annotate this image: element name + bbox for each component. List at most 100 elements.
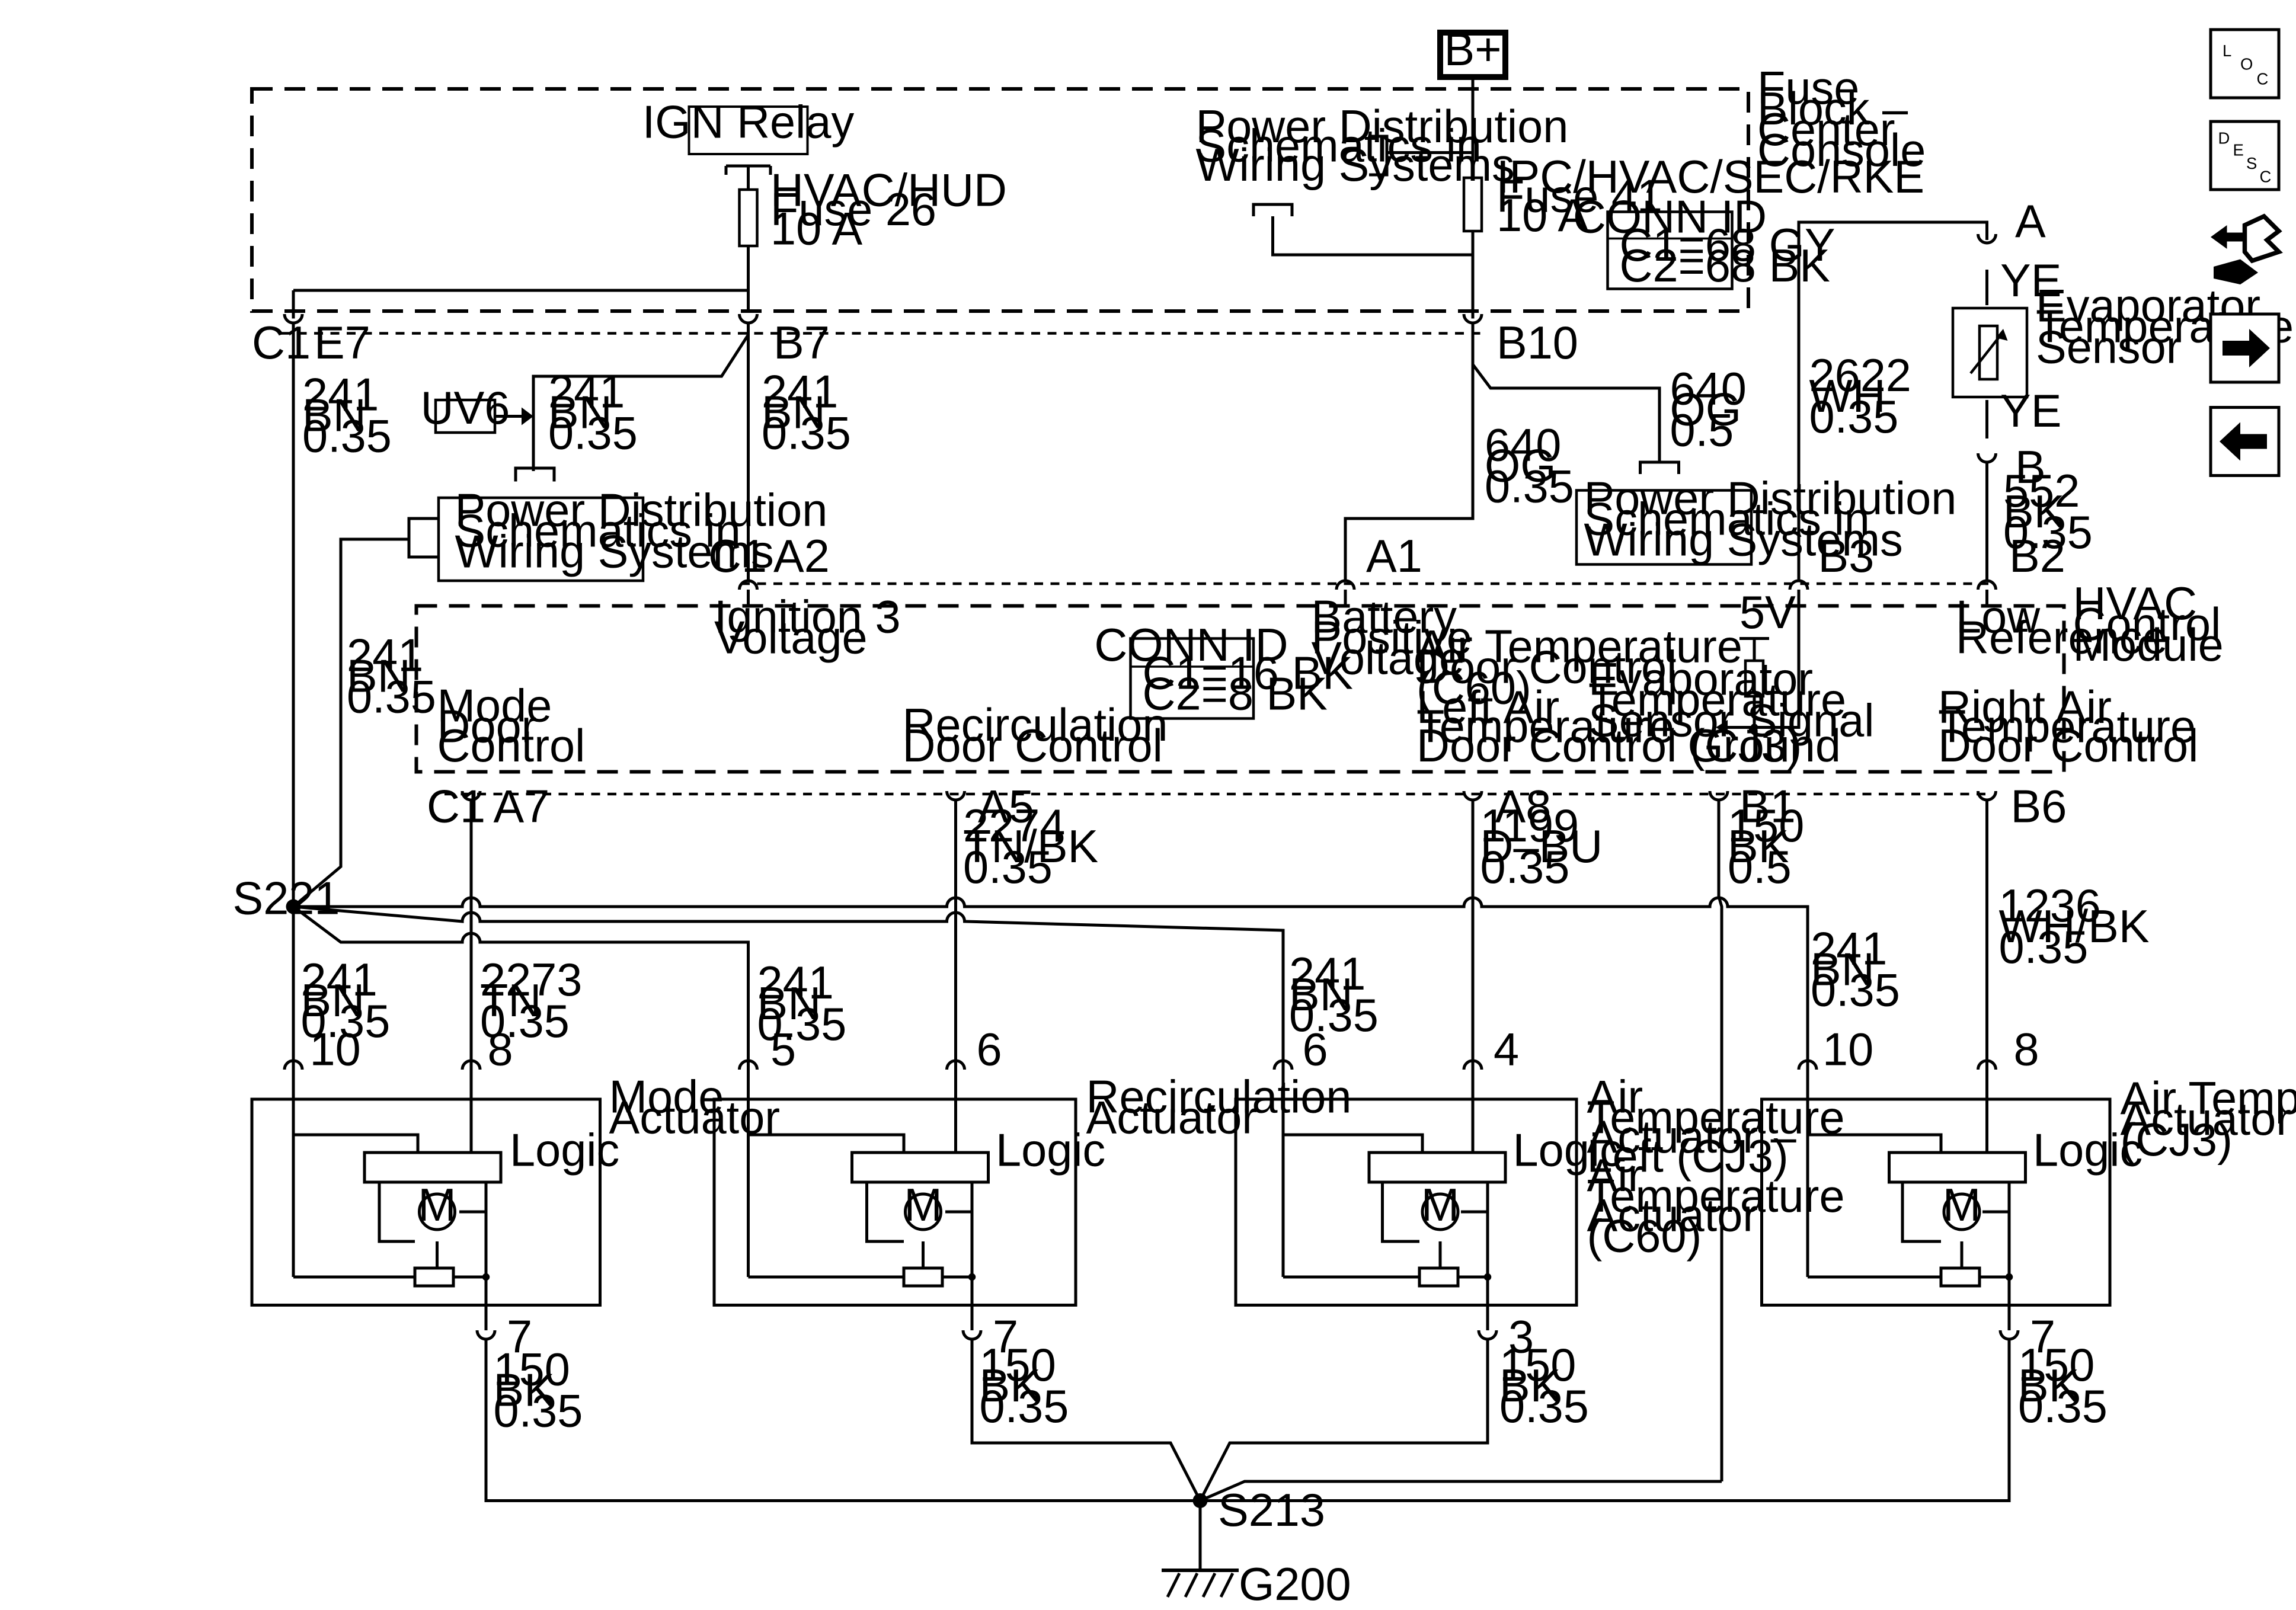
- pds-right-box: Power Distribution Schematics in Wiring …: [1575, 473, 1956, 566]
- recirc-logic-label: Logic: [996, 1125, 1105, 1176]
- hvac-pin-a8: A8: [1495, 782, 1552, 833]
- left-act-name-4: Left (CJ3): [1587, 1131, 1789, 1182]
- w640-pds-1: 640: [1670, 364, 1747, 415]
- w1236-2: WH/BK: [1999, 901, 2150, 952]
- w241-left-1: 241: [347, 630, 423, 681]
- fuse26-line1: HVAC/HUD: [770, 165, 1007, 216]
- right-gnd-pin: 7: [2030, 1312, 2055, 1363]
- ground-g200: G200: [1162, 1559, 1351, 1610]
- fuse-block: Fuse Block – Center Console IGN Relay HV…: [250, 63, 1926, 319]
- s221-label: S221: [233, 873, 340, 924]
- right-air-2: Temperature: [1938, 702, 2196, 753]
- w241-left-2: BN: [347, 651, 411, 702]
- loc-l: L: [2223, 41, 2231, 60]
- desc-d: D: [2218, 129, 2230, 148]
- splice-s213: S213: [1192, 1485, 1325, 1536]
- fb-conn-id-c2: C2=68 BK: [1620, 241, 1830, 292]
- desc-e: E: [2233, 141, 2244, 159]
- mode-motor-label: M: [418, 1180, 456, 1231]
- splice-s221: S221: [233, 873, 340, 924]
- g150-1-1: 150: [494, 1345, 570, 1395]
- wire-labels-mid: 241 BN 0.35 241 BN 0.35 241 BN 0.35 241 …: [302, 350, 2093, 723]
- hvac-pin-b2: B2: [2009, 531, 2065, 582]
- mode-door-3: Control: [437, 721, 586, 772]
- fuse-block-conn-id: [1606, 210, 1734, 290]
- left-act-name-1: Air: [1587, 1072, 1643, 1123]
- air-temp-6: Door Control (CJ3): [1416, 721, 1802, 772]
- recirc-door-2: Door Control: [903, 721, 1163, 772]
- w241-right-act-1: 241: [1811, 924, 1887, 975]
- w2274-1: 2274: [963, 801, 1065, 852]
- fb-pds-line2: Schematics in: [1196, 121, 1482, 172]
- ign3-1: Ignition 3: [714, 592, 901, 643]
- fuse41-line1: IPC/HVAC/SEC/RKE: [1496, 152, 1924, 203]
- w241-e7-1: 241: [302, 370, 379, 421]
- fb-pin-b10: B10: [1496, 318, 1578, 369]
- right-logic-label: Logic: [2033, 1125, 2142, 1176]
- fuse-block-title-2: Block –: [1757, 84, 1908, 135]
- w241-b7-2: BN: [762, 388, 826, 438]
- pds-left-1: Power Distribution: [455, 485, 828, 536]
- air-temp-5: Temperature: [1416, 702, 1674, 753]
- evap-signal-3: Sensor Signal: [1588, 696, 1875, 747]
- right-act-name-2: Actuator – Right: [2121, 1094, 2296, 1145]
- hvac-conn-id-c1: C1=16 BK: [1143, 648, 1353, 699]
- air-temp-1: Air Temperature: [1416, 622, 1742, 673]
- five-v-label: 5V: [1739, 587, 1796, 638]
- recirculation-actuator: 5 6 Logic M Recirculation Actuator 7: [712, 1025, 1351, 1363]
- recirc-motor-label: M: [904, 1180, 942, 1231]
- w2274-3: 0.35: [963, 842, 1053, 893]
- left-act-name-5: Air: [1587, 1150, 1643, 1201]
- s213-label: S213: [1218, 1485, 1325, 1536]
- w241-right-act-3: 0.35: [1811, 965, 1900, 1016]
- wire-labels-lower: 2274 TN/BK 0.35 1199 D–BU 0.35 150 BK 0.…: [301, 801, 2150, 1050]
- w1236-3: 0.35: [1999, 922, 2089, 973]
- hvac-title-3: Module: [2073, 620, 2224, 671]
- mode-door-2: Door: [437, 702, 537, 753]
- right-arrow-icon: [2223, 329, 2270, 367]
- low-ref-2: Reference: [1956, 613, 2168, 664]
- right-air-3: Door Control: [1938, 721, 2198, 772]
- w1199-3: 0.35: [1480, 842, 1570, 893]
- recirc-pin-5: 5: [770, 1025, 796, 1076]
- desc-button[interactable]: D E S C: [2209, 120, 2281, 191]
- pds-right-3: Wiring Systems: [1584, 515, 1903, 566]
- hvac-pin-b6: B6: [2011, 782, 2067, 833]
- fuse-block-pins: C1 E7 B7 B10: [252, 313, 1578, 369]
- w640-a1-3: 0.35: [1485, 462, 1574, 513]
- w241-mode-2: BN: [301, 975, 365, 1026]
- mode-actuator: 10 8 Logic M Mode Actuator 7: [250, 1025, 780, 1363]
- right-act-name-3: (CJ3): [2121, 1115, 2233, 1166]
- w241-b7-3: 0.35: [762, 408, 851, 459]
- evap-signal-1: Evaporator: [1588, 654, 1813, 705]
- connector-button[interactable]: [2211, 213, 2283, 284]
- ground-labels: 150 BK 0.35 150 BK 0.35 150 BK 0.35 150 …: [494, 1340, 2108, 1437]
- mode-pin-10: 10: [310, 1025, 361, 1076]
- next-button[interactable]: [2209, 312, 2281, 384]
- loc-o: O: [2240, 55, 2253, 73]
- left-act-name-2: Temperature: [1587, 1093, 1845, 1144]
- battery-1: Battery: [1312, 592, 1457, 643]
- evap-ye-bot: YE: [2000, 386, 2061, 437]
- w640-pds-2: OG: [1670, 385, 1742, 436]
- w150-b1-1: 150: [1728, 801, 1804, 852]
- loc-button[interactable]: L O C: [2209, 28, 2281, 100]
- pds-right-2: Schematics in: [1584, 494, 1870, 545]
- evap-pin-a: A: [2015, 196, 2046, 247]
- left-act-name-7: Actuator: [1587, 1190, 1758, 1241]
- air-temp-3: (C60): [1416, 663, 1531, 714]
- evap-pin-b: B: [2015, 442, 2046, 493]
- w150-b1-2: BK: [1728, 821, 1789, 872]
- ground-wiring: [484, 1304, 2011, 1570]
- g150-1-3: 0.35: [494, 1386, 583, 1437]
- w241-e7-2: BN: [302, 391, 366, 441]
- w640-pds-3: 0.5: [1670, 405, 1734, 456]
- fb-conn-id-title: CONN ID: [1573, 192, 1767, 243]
- air-temp-4: Left Air: [1416, 682, 1559, 733]
- ign3-2: Voltage: [714, 613, 868, 664]
- ign-relay-label: IGN Relay: [642, 97, 855, 148]
- prev-button[interactable]: [2209, 406, 2281, 477]
- right-pin-8: 8: [2014, 1025, 2039, 1076]
- connector-icon: [2211, 213, 2283, 284]
- wiring-lower: [292, 800, 1988, 1481]
